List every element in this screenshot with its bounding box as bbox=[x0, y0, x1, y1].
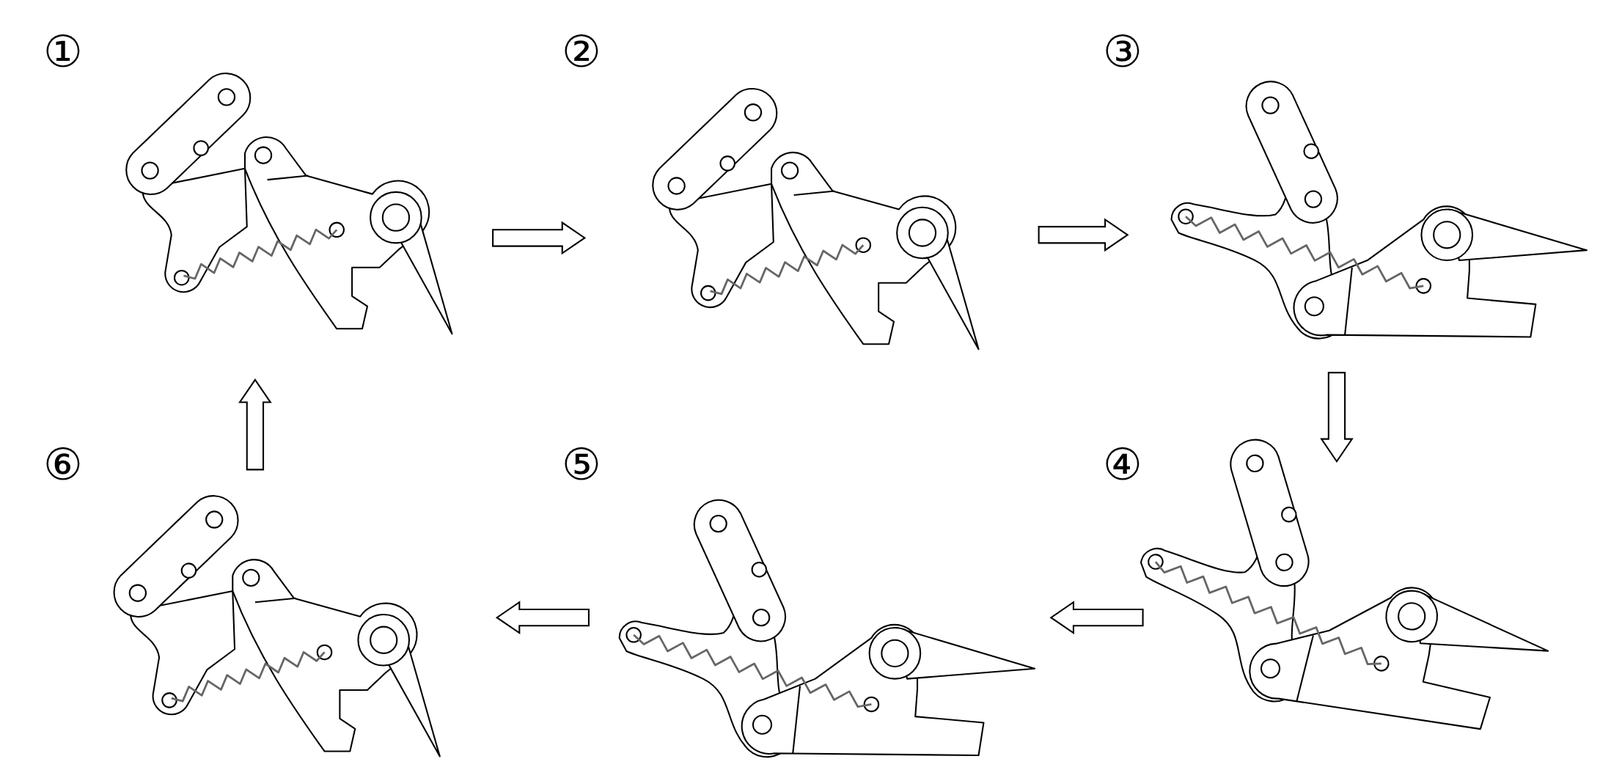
step-number: ④ bbox=[1102, 442, 1143, 487]
step-number: ② bbox=[561, 29, 602, 74]
step-number: ③ bbox=[1102, 29, 1143, 74]
step-number: ① bbox=[43, 29, 83, 74]
step-number: ⑤ bbox=[561, 442, 602, 487]
step-number: ⑥ bbox=[43, 442, 83, 487]
